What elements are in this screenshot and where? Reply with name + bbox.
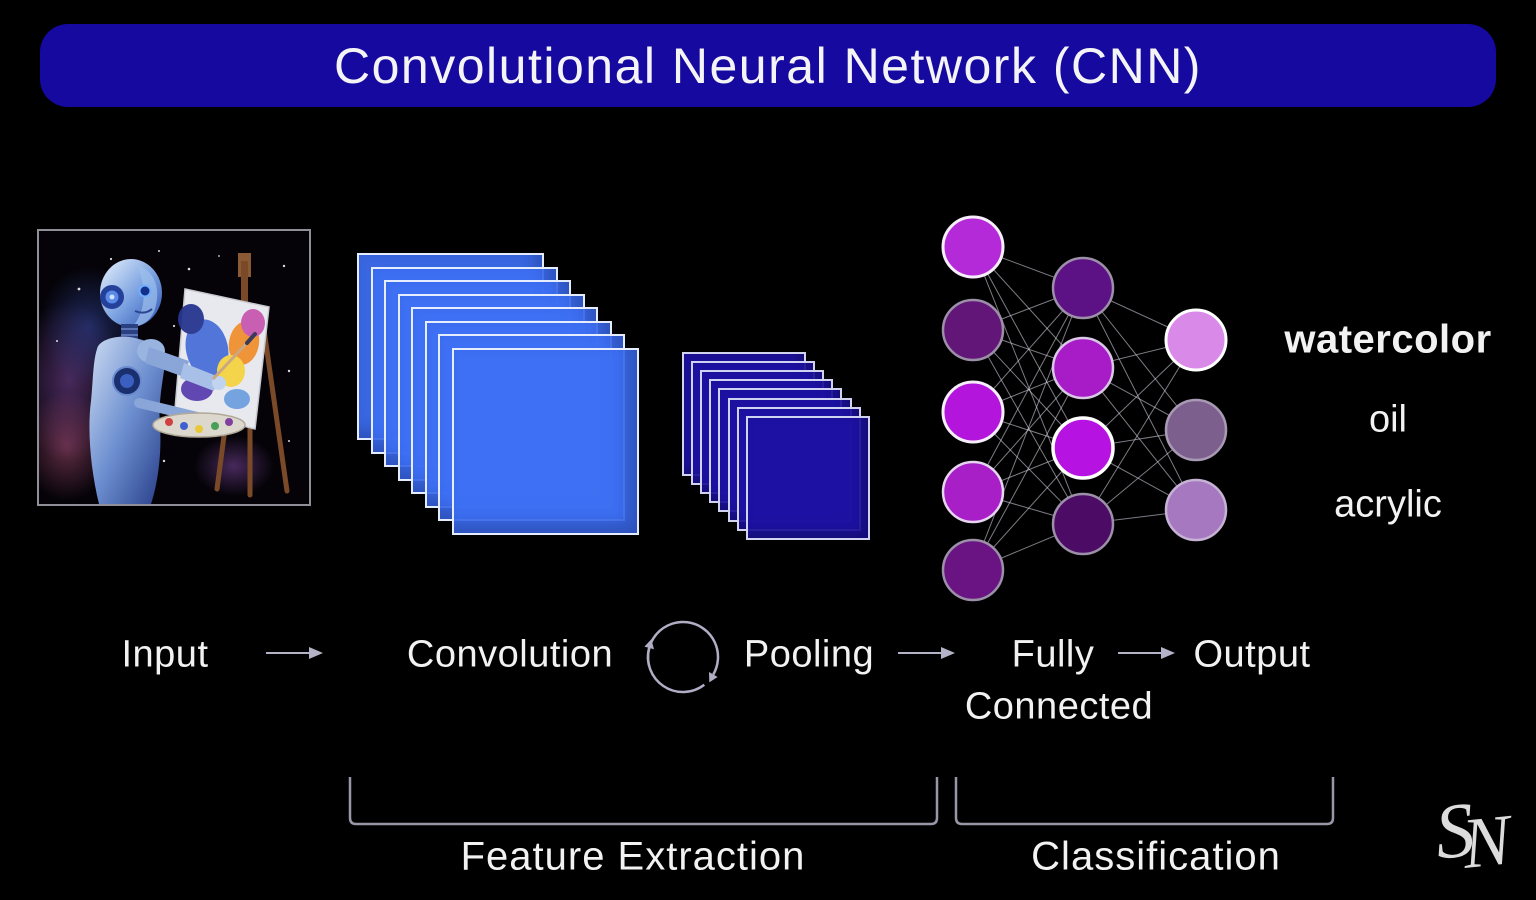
network-link xyxy=(972,246,1084,289)
network-link xyxy=(972,447,1084,571)
network-node-hidden-layer xyxy=(1051,416,1115,480)
network-link xyxy=(1082,339,1197,449)
arrow-right-icon xyxy=(898,647,955,659)
network-node-output-layer xyxy=(1164,478,1228,542)
arrow-right-icon xyxy=(266,647,323,659)
network-link xyxy=(1082,339,1197,525)
network-link xyxy=(1082,429,1197,525)
stage-label-connected: Connected xyxy=(964,685,1154,728)
network-link xyxy=(1082,429,1197,449)
output-class-acrylic: acrylic xyxy=(1334,483,1442,526)
network-node-input-layer xyxy=(941,380,1005,444)
network-link xyxy=(972,246,1084,525)
network-link xyxy=(972,246,1084,369)
bracket-classification xyxy=(954,777,1335,826)
network-link xyxy=(972,491,1084,525)
network-link xyxy=(1082,287,1197,341)
output-class-oil: oil xyxy=(1368,398,1408,441)
network-link xyxy=(1082,287,1197,511)
network-link xyxy=(972,329,1084,369)
network-link xyxy=(972,367,1084,571)
stage-label-convolution: Convolution xyxy=(406,633,614,676)
stage-label-input: Input xyxy=(121,633,209,676)
network-link xyxy=(972,287,1084,493)
network-node-output-layer xyxy=(1164,308,1228,372)
network-link xyxy=(972,287,1084,413)
network-node-input-layer xyxy=(941,460,1005,524)
stage-label-output: Output xyxy=(1193,633,1311,676)
section-label-classification: Classification xyxy=(1031,834,1281,879)
network-node-hidden-layer xyxy=(1051,336,1115,400)
network-link xyxy=(972,367,1084,413)
page-title: Convolutional Neural Network (CNN) xyxy=(334,37,1202,94)
network-node-hidden-layer xyxy=(1051,492,1115,556)
network-node-output-layer xyxy=(1164,398,1228,462)
signature-letter-n: N xyxy=(1458,799,1515,884)
network-link xyxy=(972,411,1084,449)
network-link xyxy=(1082,287,1197,431)
arrow-right-icon xyxy=(1118,647,1175,659)
network-link xyxy=(972,411,1084,525)
fully-connected-network xyxy=(941,215,1228,602)
network-node-hidden-layer xyxy=(1051,256,1115,320)
network-link xyxy=(972,287,1084,331)
bracket-feature-extraction xyxy=(348,777,939,826)
section-label-feature-extraction: Feature Extraction xyxy=(460,834,806,879)
title-banner: Convolutional Neural Network (CNN) xyxy=(40,24,1496,107)
input-image-frame xyxy=(14,229,311,506)
network-node-input-layer xyxy=(941,298,1005,362)
network-link xyxy=(972,367,1084,493)
network-node-input-layer xyxy=(941,215,1005,279)
network-link xyxy=(972,329,1084,525)
output-class-watercolor: watercolor xyxy=(1284,317,1492,362)
network-node-input-layer xyxy=(941,538,1005,602)
stage-label-pooling: Pooling xyxy=(743,633,875,676)
network-link xyxy=(972,329,1084,449)
network-link xyxy=(972,246,1084,449)
network-link xyxy=(1082,339,1197,369)
conv-feature-map xyxy=(451,347,639,535)
signature-monogram: S N xyxy=(1413,783,1533,894)
stage-label-fully: Fully xyxy=(1011,633,1095,676)
network-link xyxy=(1082,367,1197,431)
network-link xyxy=(972,523,1084,571)
network-link xyxy=(1082,509,1197,525)
network-link xyxy=(1082,447,1197,511)
cycle-icon xyxy=(644,620,720,694)
network-link xyxy=(972,447,1084,493)
network-link xyxy=(972,287,1084,571)
robot-painting-illustration xyxy=(14,231,309,504)
pool-feature-map xyxy=(745,415,870,540)
network-link xyxy=(1082,367,1197,511)
